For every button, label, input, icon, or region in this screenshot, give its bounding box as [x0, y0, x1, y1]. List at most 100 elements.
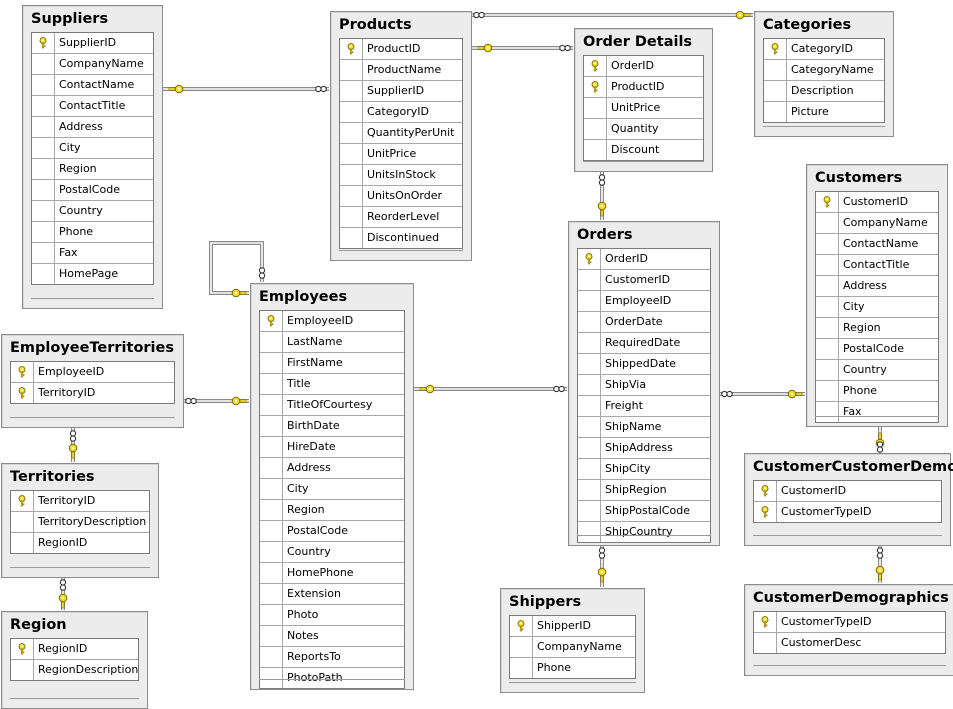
column-row[interactable]: ContactTitle: [32, 96, 153, 117]
column-row[interactable]: Freight: [578, 396, 710, 417]
row-selector[interactable]: [11, 639, 34, 659]
column-row[interactable]: ProductID: [584, 77, 703, 98]
row-selector[interactable]: [260, 332, 283, 352]
row-selector[interactable]: [32, 117, 55, 137]
column-row[interactable]: TerritoryID: [11, 491, 149, 512]
column-row[interactable]: CompanyName: [32, 54, 153, 75]
column-row[interactable]: Picture: [764, 102, 884, 122]
row-selector[interactable]: [11, 491, 34, 511]
row-selector[interactable]: [578, 354, 601, 374]
column-row[interactable]: Photo: [260, 605, 404, 626]
row-selector[interactable]: [340, 186, 363, 206]
column-row[interactable]: PostalCode: [32, 180, 153, 201]
row-selector[interactable]: [11, 383, 34, 403]
row-selector[interactable]: [260, 311, 283, 331]
row-selector[interactable]: [340, 228, 363, 248]
row-selector[interactable]: [260, 521, 283, 541]
column-row[interactable]: EmployeeID: [260, 311, 404, 332]
row-selector[interactable]: [32, 96, 55, 116]
column-row[interactable]: Address: [32, 117, 153, 138]
row-selector[interactable]: [32, 264, 55, 284]
column-row[interactable]: RegionID: [11, 533, 149, 553]
table-title[interactable]: Suppliers: [31, 11, 109, 27]
row-selector[interactable]: [754, 612, 777, 632]
row-selector[interactable]: [260, 437, 283, 457]
row-selector[interactable]: [11, 512, 34, 532]
row-selector[interactable]: [11, 533, 34, 553]
row-selector[interactable]: [578, 417, 601, 437]
row-selector[interactable]: [584, 119, 607, 139]
row-selector[interactable]: [260, 584, 283, 604]
row-selector[interactable]: [764, 81, 787, 101]
row-selector[interactable]: [260, 563, 283, 583]
row-selector[interactable]: [578, 291, 601, 311]
table-title[interactable]: Customers: [815, 170, 903, 186]
row-selector[interactable]: [260, 647, 283, 667]
column-row[interactable]: Phone: [510, 658, 635, 678]
column-row[interactable]: Address: [260, 458, 404, 479]
column-row[interactable]: PostalCode: [260, 521, 404, 542]
row-selector[interactable]: [584, 77, 607, 97]
row-selector[interactable]: [340, 60, 363, 80]
row-selector[interactable]: [260, 374, 283, 394]
row-selector[interactable]: [32, 222, 55, 242]
column-row[interactable]: ShipRegion: [578, 480, 710, 501]
column-row[interactable]: ShipCountry: [578, 522, 710, 542]
column-row[interactable]: FirstName: [260, 353, 404, 374]
row-selector[interactable]: [32, 138, 55, 158]
row-selector[interactable]: [816, 276, 839, 296]
column-row[interactable]: Title: [260, 374, 404, 395]
row-selector[interactable]: [816, 318, 839, 338]
column-row[interactable]: SupplierID: [32, 33, 153, 54]
row-selector[interactable]: [584, 56, 607, 76]
row-selector[interactable]: [340, 39, 363, 59]
row-selector[interactable]: [32, 201, 55, 221]
column-row[interactable]: Discontinued: [340, 228, 462, 248]
column-row[interactable]: EmployeeID: [578, 291, 710, 312]
column-row[interactable]: HomePage: [32, 264, 153, 284]
column-row[interactable]: QuantityPerUnit: [340, 123, 462, 144]
row-selector[interactable]: [578, 501, 601, 521]
table-title[interactable]: Order Details: [583, 34, 693, 50]
row-selector[interactable]: [260, 500, 283, 520]
row-selector[interactable]: [578, 375, 601, 395]
table-title[interactable]: Products: [339, 17, 412, 33]
column-row[interactable]: CustomerID: [578, 270, 710, 291]
row-selector[interactable]: [578, 396, 601, 416]
column-row[interactable]: OrderID: [578, 249, 710, 270]
column-row[interactable]: PostalCode: [816, 339, 938, 360]
row-selector[interactable]: [260, 479, 283, 499]
row-selector[interactable]: [584, 98, 607, 118]
row-selector[interactable]: [260, 353, 283, 373]
column-row[interactable]: Extension: [260, 584, 404, 605]
column-row[interactable]: Discount: [584, 140, 703, 160]
column-row[interactable]: RequiredDate: [578, 333, 710, 354]
table-title[interactable]: Orders: [577, 227, 633, 243]
column-row[interactable]: TerritoryDescription: [11, 512, 149, 533]
row-selector[interactable]: [816, 402, 839, 422]
column-row[interactable]: Quantity: [584, 119, 703, 140]
column-row[interactable]: RegionDescription: [11, 660, 138, 680]
column-row[interactable]: ShipVia: [578, 375, 710, 396]
row-selector[interactable]: [754, 633, 777, 653]
row-selector[interactable]: [32, 33, 55, 53]
table-title[interactable]: Region: [10, 617, 67, 633]
row-selector[interactable]: [260, 416, 283, 436]
row-selector[interactable]: [816, 381, 839, 401]
column-row[interactable]: CategoryName: [764, 60, 884, 81]
column-row[interactable]: CustomerTypeID: [754, 502, 941, 522]
column-row[interactable]: UnitsInStock: [340, 165, 462, 186]
row-selector[interactable]: [32, 243, 55, 263]
row-selector[interactable]: [578, 249, 601, 269]
row-selector[interactable]: [578, 438, 601, 458]
table-title[interactable]: Categories: [763, 17, 852, 33]
row-selector[interactable]: [764, 60, 787, 80]
column-row[interactable]: PhotoPath: [260, 668, 404, 688]
column-row[interactable]: ShipperID: [510, 616, 635, 637]
